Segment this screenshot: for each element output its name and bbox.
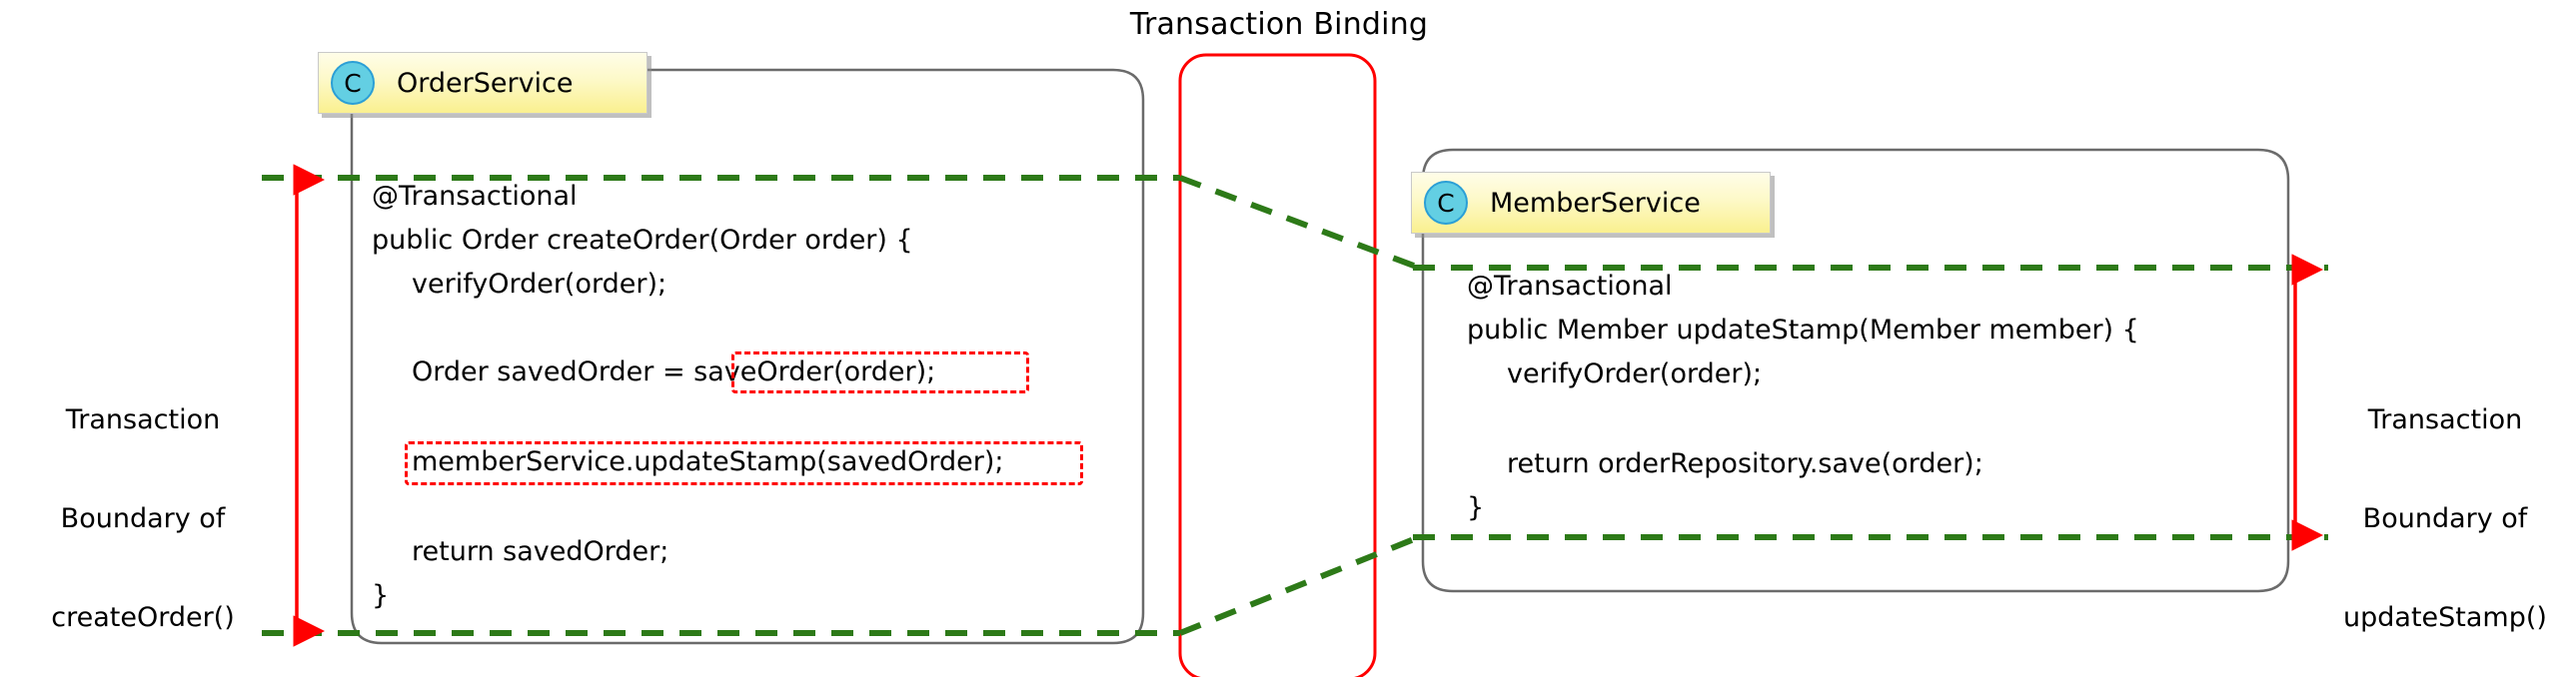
right-boundary-label-line-2: updateStamp() — [2343, 602, 2547, 633]
left-boundary-label-line-1: Boundary of — [60, 503, 226, 534]
class-circle-icon: C — [1424, 181, 1468, 225]
right-boundary-label: Transaction Boundary of updateStamp() — [2320, 338, 2570, 677]
left-boundary-label-line-2: createOrder() — [51, 602, 235, 633]
order-code-line-9: } — [372, 580, 390, 611]
boundary-link-top-diagonal — [1178, 175, 1421, 271]
member-service-code-container — [1421, 148, 2290, 593]
page-title: Transaction Binding — [1129, 7, 1429, 42]
member-code-line-5: } — [1467, 492, 1485, 523]
boundary-link-bottom-diagonal — [1178, 534, 1421, 636]
order-code-line-4: Order savedOrder = saveOrder(order); — [412, 356, 936, 387]
class-name-member-service: MemberService — [1490, 187, 1701, 219]
transaction-binding-box — [1178, 53, 1377, 677]
member-code-line-2: verifyOrder(order); — [1507, 358, 1763, 389]
class-header-order-service[interactable]: C OrderService — [318, 52, 647, 114]
right-boundary-label-line-0: Transaction — [2367, 404, 2523, 435]
left-boundary-label: Transaction Boundary of createOrder() — [18, 338, 268, 677]
class-name-order-service: OrderService — [397, 67, 574, 99]
class-circle-icon: C — [331, 61, 375, 105]
order-code-line-2: verifyOrder(order); — [412, 269, 667, 300]
left-boundary-label-line-0: Transaction — [65, 404, 221, 435]
order-code-line-1: public Order createOrder(Order order) { — [372, 225, 913, 256]
order-code-line-8: return savedOrder; — [412, 536, 669, 567]
class-header-member-service[interactable]: C MemberService — [1411, 172, 1771, 234]
member-code-line-1: public Member updateStamp(Member member)… — [1467, 315, 2139, 345]
order-code-line-6: memberService.updateStamp(savedOrder); — [412, 446, 1004, 477]
member-code-line-4: return orderRepository.save(order); — [1507, 448, 1983, 479]
order-code-line-0: @Transactional — [372, 181, 578, 212]
right-boundary-label-line-1: Boundary of — [2362, 503, 2528, 534]
member-code-line-0: @Transactional — [1467, 271, 1673, 302]
